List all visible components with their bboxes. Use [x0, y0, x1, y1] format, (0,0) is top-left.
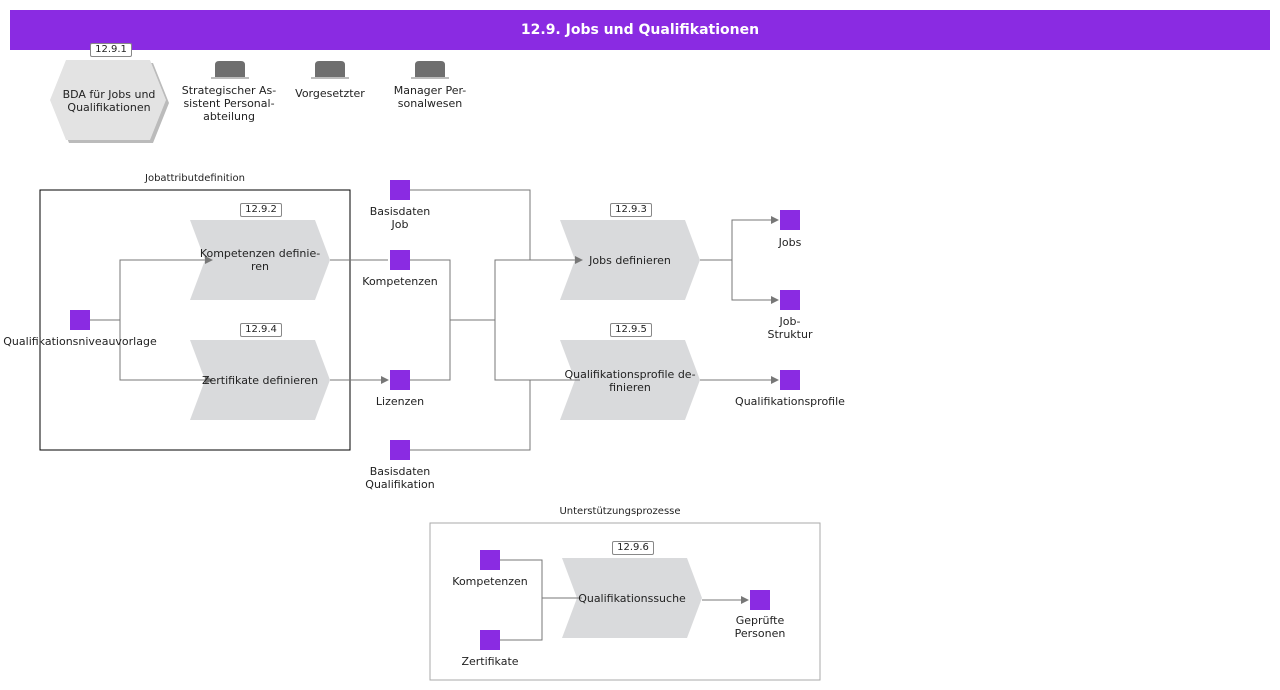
role-label: Vorgesetzter — [295, 87, 365, 100]
process-hexagon — [50, 60, 166, 140]
function-shape — [562, 558, 702, 638]
object-label: Geprüfte Personen — [734, 614, 786, 640]
function-id-tag: 12.9.5 — [610, 323, 652, 337]
data-object — [390, 370, 410, 390]
role-label: Strategischer As-sistent Personal-abteil… — [181, 84, 277, 123]
function-label: Qualifikationssuche — [578, 592, 686, 605]
data-object — [780, 210, 800, 230]
function-id-tag: 12.9.6 — [612, 541, 654, 555]
object-label: Qualifikationsniveauvorlage — [3, 335, 157, 348]
function-shape — [560, 340, 700, 420]
data-object — [480, 630, 500, 650]
function-label: Zertifikate definieren — [201, 374, 319, 387]
function-id-tag: 12.9.3 — [610, 203, 652, 217]
role-icon — [211, 61, 249, 79]
group-frame-jobattribut — [39, 189, 351, 451]
group-title-support: Unterstützungsprozesse — [559, 506, 681, 517]
object-label: Kompetenzen — [452, 575, 528, 588]
object-label: Qualifikationsprofile — [735, 395, 845, 408]
process-label: BDA für Jobs und Qualifikationen — [62, 88, 156, 114]
process-id-tag: 12.9.1 — [90, 43, 132, 57]
function-id-tag: 12.9.2 — [240, 203, 282, 217]
function-label: Kompetenzen definie-ren — [199, 247, 321, 273]
data-object — [390, 440, 410, 460]
object-label: Lizenzen — [375, 395, 425, 408]
object-label: Jobs — [778, 236, 802, 249]
role-label: Manager Per-sonalwesen — [393, 84, 467, 110]
data-object — [70, 310, 90, 330]
data-object — [390, 250, 410, 270]
role-icon — [411, 61, 449, 79]
object-label: Job-Struktur — [767, 315, 813, 341]
role-icon — [311, 61, 349, 79]
group-title-jobattribut: Jobattributdefinition — [145, 173, 245, 184]
group-frame-support — [429, 522, 821, 681]
data-object — [390, 180, 410, 200]
data-object — [780, 290, 800, 310]
function-shape — [190, 220, 330, 300]
function-shape — [190, 340, 330, 420]
data-object — [750, 590, 770, 610]
object-label: Zertifikate — [461, 655, 519, 668]
function-shape — [560, 220, 700, 300]
object-label: Kompetenzen — [362, 275, 438, 288]
object-label: Basisdaten Qualifikation — [365, 465, 435, 491]
object-label: Basisdaten Job — [369, 205, 431, 231]
data-object — [780, 370, 800, 390]
data-object — [480, 550, 500, 570]
function-id-tag: 12.9.4 — [240, 323, 282, 337]
page-title: 12.9. Jobs und Qualifikationen — [10, 10, 1270, 50]
function-label: Jobs definieren — [589, 254, 671, 267]
function-label: Qualifikationsprofile de-finieren — [564, 368, 696, 394]
